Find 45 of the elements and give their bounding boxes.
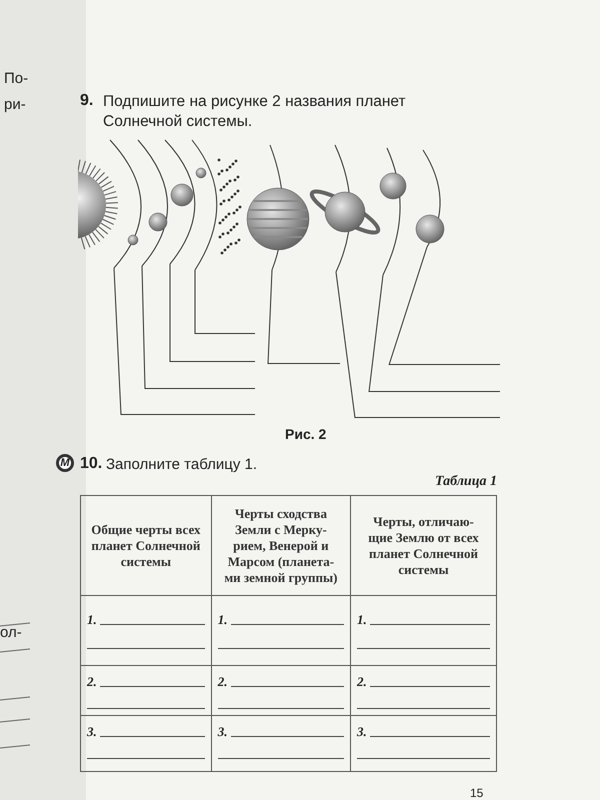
- leader-line: [194, 270, 196, 334]
- task-number: 9.: [80, 92, 94, 110]
- fill-in-line: [355, 417, 500, 418]
- item-number: 3.: [218, 724, 228, 740]
- leader-line: [336, 272, 356, 418]
- page-fragment-text: ол-: [0, 624, 22, 641]
- fill-in-line: [170, 361, 255, 362]
- fill-in-line: [145, 388, 255, 389]
- task-number: 10.: [80, 455, 102, 473]
- planet-orbit-drawing: [310, 144, 380, 272]
- item-number: 1.: [87, 612, 97, 628]
- planet-orbit-drawing: [379, 147, 407, 275]
- task-text: Заполните таблицу 1.: [106, 456, 258, 473]
- item-number: 3.: [357, 724, 367, 740]
- leader-line: [142, 266, 146, 390]
- fill-in-line: [195, 333, 255, 334]
- leader-line: [388, 246, 428, 366]
- planet-orbit-drawing: [415, 149, 445, 247]
- column-header: Черты сходства Земли с Мерку- рием, Венерой и Марсом (планета- ми земной группы): [211, 496, 351, 596]
- planet-orbit-drawing: [191, 139, 218, 270]
- table-title: Таблица 1: [435, 474, 497, 490]
- figure-caption: Рис. 2: [285, 426, 326, 442]
- fill-in-line: [369, 391, 500, 392]
- item-number: 1.: [357, 612, 367, 628]
- planet-orbit-drawing: [137, 139, 168, 266]
- page-number: 15: [470, 786, 484, 800]
- leader-line: [368, 274, 384, 392]
- item-number: 3.: [87, 724, 97, 740]
- item-number: 2.: [218, 674, 228, 690]
- item-number: 2.: [357, 674, 367, 690]
- page-fragment-text: По-: [4, 70, 28, 87]
- planet-orbit-drawing: [109, 139, 142, 268]
- column-header: Черты, отличаю- щие Землю от всех планет Солнечной системы: [350, 496, 496, 596]
- planet-orbit-drawing: [164, 139, 196, 264]
- page-fragment-text: ри-: [4, 96, 26, 113]
- leader-line: [268, 270, 272, 364]
- leader-line: [114, 268, 122, 416]
- column-header: Общие черты всех планет Солнечной системы: [80, 496, 212, 596]
- fill-in-line: [389, 364, 500, 365]
- task-text: Подпишите на рисунке 2 названия планет Солнечной системы.: [103, 92, 407, 132]
- planet-orbit-drawing: [246, 144, 310, 270]
- item-number: 1.: [218, 612, 228, 628]
- item-number: 2.: [87, 674, 97, 690]
- fill-in-line: [268, 363, 340, 364]
- fill-in-line: [121, 414, 255, 415]
